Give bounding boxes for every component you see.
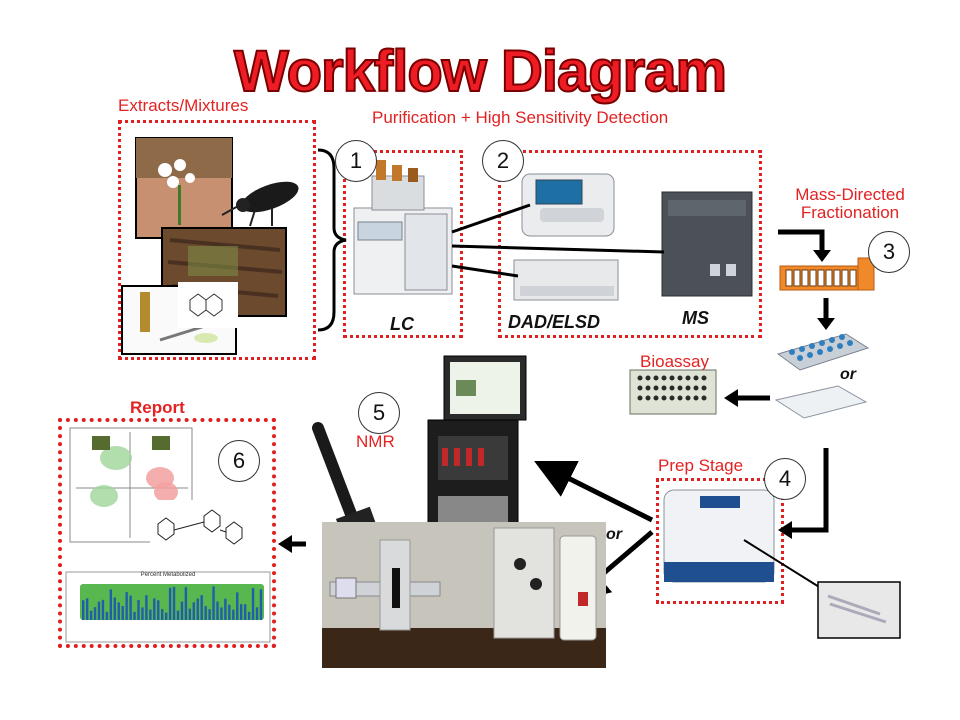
tubes-photo xyxy=(817,581,901,639)
prep-to-nmr-arrow-upper xyxy=(534,461,654,523)
prep-device xyxy=(663,489,775,583)
to-report-arrow xyxy=(278,535,292,553)
tube-rack xyxy=(776,333,870,371)
ms-label: MS xyxy=(682,308,709,328)
page-title: Workflow Diagram xyxy=(233,38,728,105)
ms-instrument xyxy=(661,191,753,297)
step-2-badge: 2 xyxy=(482,140,524,182)
lc-to-ms-line xyxy=(451,244,665,254)
extract-photo-beetle xyxy=(221,181,299,227)
lc-to-elsd-line xyxy=(451,264,519,278)
step-3-badge: 3 xyxy=(868,231,910,273)
nmr-label: NMR xyxy=(356,432,395,451)
elsd-instrument xyxy=(513,259,619,301)
lc-instrument xyxy=(353,160,453,295)
extracts-label: Extracts/Mixtures xyxy=(118,96,249,115)
lc-to-dad-line xyxy=(451,203,531,234)
report-chart-title: Percent Metabolized xyxy=(140,572,196,578)
lc-label: LC xyxy=(390,314,414,334)
nmr-lab-photo xyxy=(322,522,606,668)
purification-label: Purification + High Sensitivity Detectio… xyxy=(372,108,669,127)
report-structure xyxy=(150,500,260,564)
mass-directed-line1: Mass-Directed xyxy=(795,185,905,204)
extract-photo-flower xyxy=(135,137,233,239)
fraction-down-arrow xyxy=(817,318,835,330)
fraction-plate xyxy=(779,257,875,291)
prep-stage-label: Prep Stage xyxy=(658,456,744,475)
extract-photo-structure xyxy=(178,282,238,328)
report-box xyxy=(58,418,276,648)
step-4-badge: 4 xyxy=(764,458,806,500)
or-label-prep: or xyxy=(606,526,622,543)
to-bioassay-arrow xyxy=(724,389,738,407)
well-plate xyxy=(774,385,868,419)
mass-directed-line2: Fractionation xyxy=(800,203,900,222)
step-1-badge: 1 xyxy=(335,140,377,182)
bioassay-label: Bioassay xyxy=(640,352,709,371)
report-label: Report xyxy=(130,398,185,417)
extracts-brace xyxy=(317,148,347,332)
detection-box xyxy=(498,150,762,338)
to-prep-arrow xyxy=(790,448,829,533)
mass-directed-label: Mass-Directed Fractionation xyxy=(785,186,915,222)
report-pca-plot xyxy=(69,427,193,543)
prep-stage-box xyxy=(656,478,784,604)
bioassay-plate xyxy=(629,369,717,415)
dad-instrument xyxy=(521,173,615,237)
dad-elsd-label: DAD/ELSD xyxy=(508,312,601,332)
extracts-box xyxy=(118,120,316,360)
or-label-fraction: or xyxy=(840,366,856,383)
step-6-badge: 6 xyxy=(218,440,260,482)
step-5-badge: 5 xyxy=(358,392,400,434)
nmr-workstation xyxy=(427,355,527,541)
ms-to-fraction-arrow xyxy=(778,229,825,252)
lc-box xyxy=(343,150,463,338)
